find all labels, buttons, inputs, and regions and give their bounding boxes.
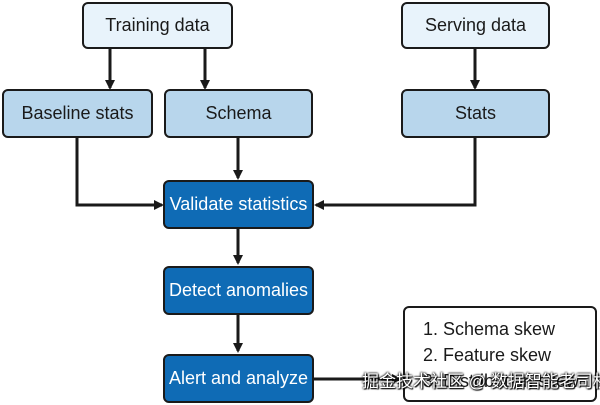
validate-statistics-label: Validate statistics bbox=[169, 194, 308, 214]
serving-data-label: Serving data bbox=[424, 15, 527, 35]
skew-item-feature: 2. Feature skew bbox=[423, 345, 552, 365]
alert-and-analyze-label: Alert and analyze bbox=[168, 368, 309, 388]
watermark-text: 掘金技术社区 @ 数据智能老司机 bbox=[362, 372, 600, 391]
schema-node: Schema bbox=[164, 89, 313, 138]
skew-types-box: 1. Schema skew 2. Feature skew 3. Distri… bbox=[403, 306, 597, 402]
training-data-label: Training data bbox=[105, 15, 210, 35]
skew-item-distribution: 3. Distribution skew bbox=[423, 371, 580, 391]
detect-anomalies-node: Detect anomalies bbox=[163, 266, 314, 315]
stats-node: Stats bbox=[401, 89, 550, 138]
skew-item-schema: 1. Schema skew bbox=[423, 319, 556, 339]
detect-anomalies-label: Detect anomalies bbox=[168, 280, 309, 300]
arrow-stats-to-validate bbox=[314, 137, 477, 210]
baseline-stats-node: Baseline stats bbox=[2, 89, 153, 138]
schema-label: Schema bbox=[205, 103, 272, 123]
validate-statistics-node: Validate statistics bbox=[163, 180, 314, 229]
stats-label: Stats bbox=[454, 103, 497, 123]
training-data-node: Training data bbox=[82, 2, 233, 49]
serving-data-node: Serving data bbox=[401, 2, 550, 49]
alert-and-analyze-node: Alert and analyze bbox=[163, 354, 314, 403]
arrow-baseline-to-validate bbox=[75, 137, 164, 210]
baseline-stats-label: Baseline stats bbox=[21, 103, 134, 123]
